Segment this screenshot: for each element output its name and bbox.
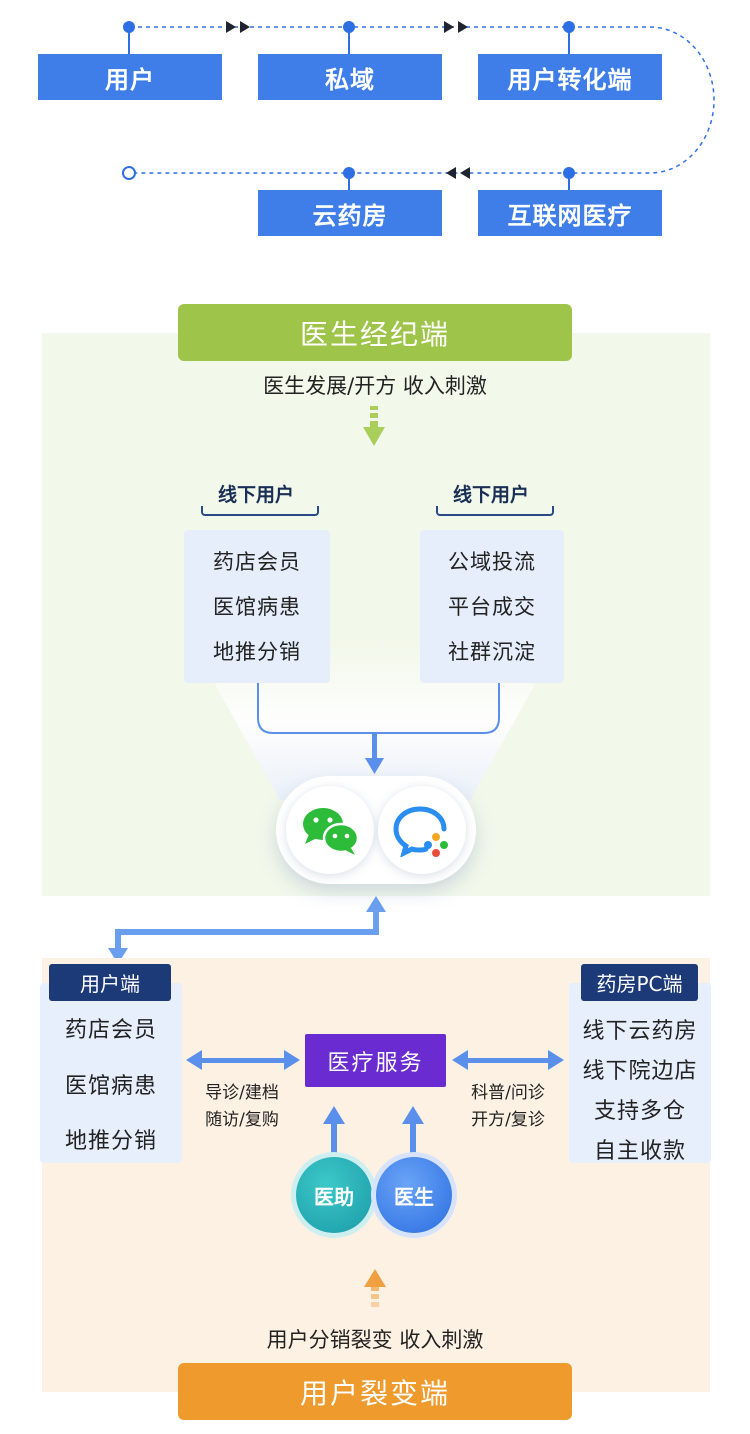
title-bracket bbox=[436, 506, 554, 516]
doctor-circle[interactable]: 医生 bbox=[376, 1157, 452, 1233]
medical-service-button[interactable]: 医疗服务 bbox=[305, 1034, 446, 1087]
doctor-broker-caption: 医生发展/开方 收入刺激 bbox=[263, 374, 487, 398]
flow-box-internet-medical: 互联网医疗 bbox=[478, 190, 662, 236]
title-bracket bbox=[201, 506, 319, 516]
flow-end-ring bbox=[122, 166, 136, 180]
flow-node-line bbox=[568, 32, 570, 54]
offline-users-title-right: 线下用户 bbox=[452, 484, 529, 506]
offline-users-title-left: 线下用户 bbox=[217, 484, 294, 506]
right-link-label-1: 科普/问诊 bbox=[471, 1083, 545, 1103]
user-fission-banner: 用户裂变端 bbox=[178, 1363, 572, 1420]
service-arrows bbox=[186, 1050, 564, 1307]
offline-card-right: 公域投流 平台成交 社群沉淀 bbox=[420, 530, 564, 683]
pharmacy-pc-card: 线下云药房 线下院边店 支持多仓 自主收款 bbox=[569, 983, 711, 1164]
flow-node-line bbox=[348, 32, 350, 54]
list-item: 医馆病患 bbox=[213, 595, 301, 619]
list-item: 药店会员 bbox=[64, 1018, 157, 1043]
right-link-label-2: 开方/复诊 bbox=[471, 1110, 545, 1130]
flow-node-line bbox=[568, 178, 570, 190]
doctor-broker-banner: 医生经纪端 bbox=[178, 304, 572, 361]
list-item: 医馆病患 bbox=[64, 1074, 157, 1099]
flow-box-cloud-pharmacy: 云药房 bbox=[258, 190, 442, 236]
flow-box-user-conversion: 用户转化端 bbox=[478, 54, 662, 100]
flow-node-line bbox=[128, 32, 130, 54]
pharmacy-pc-tab: 药房PC端 bbox=[581, 964, 698, 1001]
user-side-tab: 用户端 bbox=[49, 964, 171, 1001]
list-item: 平台成交 bbox=[448, 595, 536, 619]
wecom-icon[interactable] bbox=[378, 786, 466, 874]
flow-box-user: 用户 bbox=[38, 54, 222, 100]
list-item: 地推分销 bbox=[64, 1129, 157, 1154]
wechat-icon[interactable] bbox=[286, 786, 374, 874]
flow-node-dot bbox=[343, 21, 355, 33]
flow-box-private-domain: 私域 bbox=[258, 54, 442, 100]
panel-link-connector bbox=[108, 896, 386, 964]
list-item: 线下云药房 bbox=[582, 1019, 698, 1044]
user-side-card: 药店会员 医馆病患 地推分销 bbox=[40, 983, 182, 1163]
left-link-label-1: 导诊/建档 bbox=[205, 1083, 279, 1103]
list-item: 地推分销 bbox=[213, 640, 301, 664]
flow-node-dot bbox=[123, 21, 135, 33]
flow-node-line bbox=[348, 178, 350, 190]
user-fission-caption: 用户分销裂变 收入刺激 bbox=[266, 1328, 484, 1352]
assistant-circle[interactable]: 医助 bbox=[296, 1157, 372, 1233]
offline-card-left: 药店会员 医馆病患 地推分销 bbox=[184, 530, 330, 683]
flow-node-dot bbox=[563, 21, 575, 33]
list-item: 社群沉淀 bbox=[448, 640, 536, 664]
list-item: 线下院边店 bbox=[582, 1059, 698, 1084]
list-item: 支持多仓 bbox=[593, 1099, 686, 1124]
flow-node-dot bbox=[343, 167, 355, 179]
flow-node-dot bbox=[563, 167, 575, 179]
list-item: 自主收款 bbox=[593, 1139, 686, 1164]
list-item: 药店会员 bbox=[213, 550, 301, 574]
left-link-label-2: 随访/复购 bbox=[205, 1110, 279, 1130]
list-item: 公域投流 bbox=[448, 550, 536, 574]
